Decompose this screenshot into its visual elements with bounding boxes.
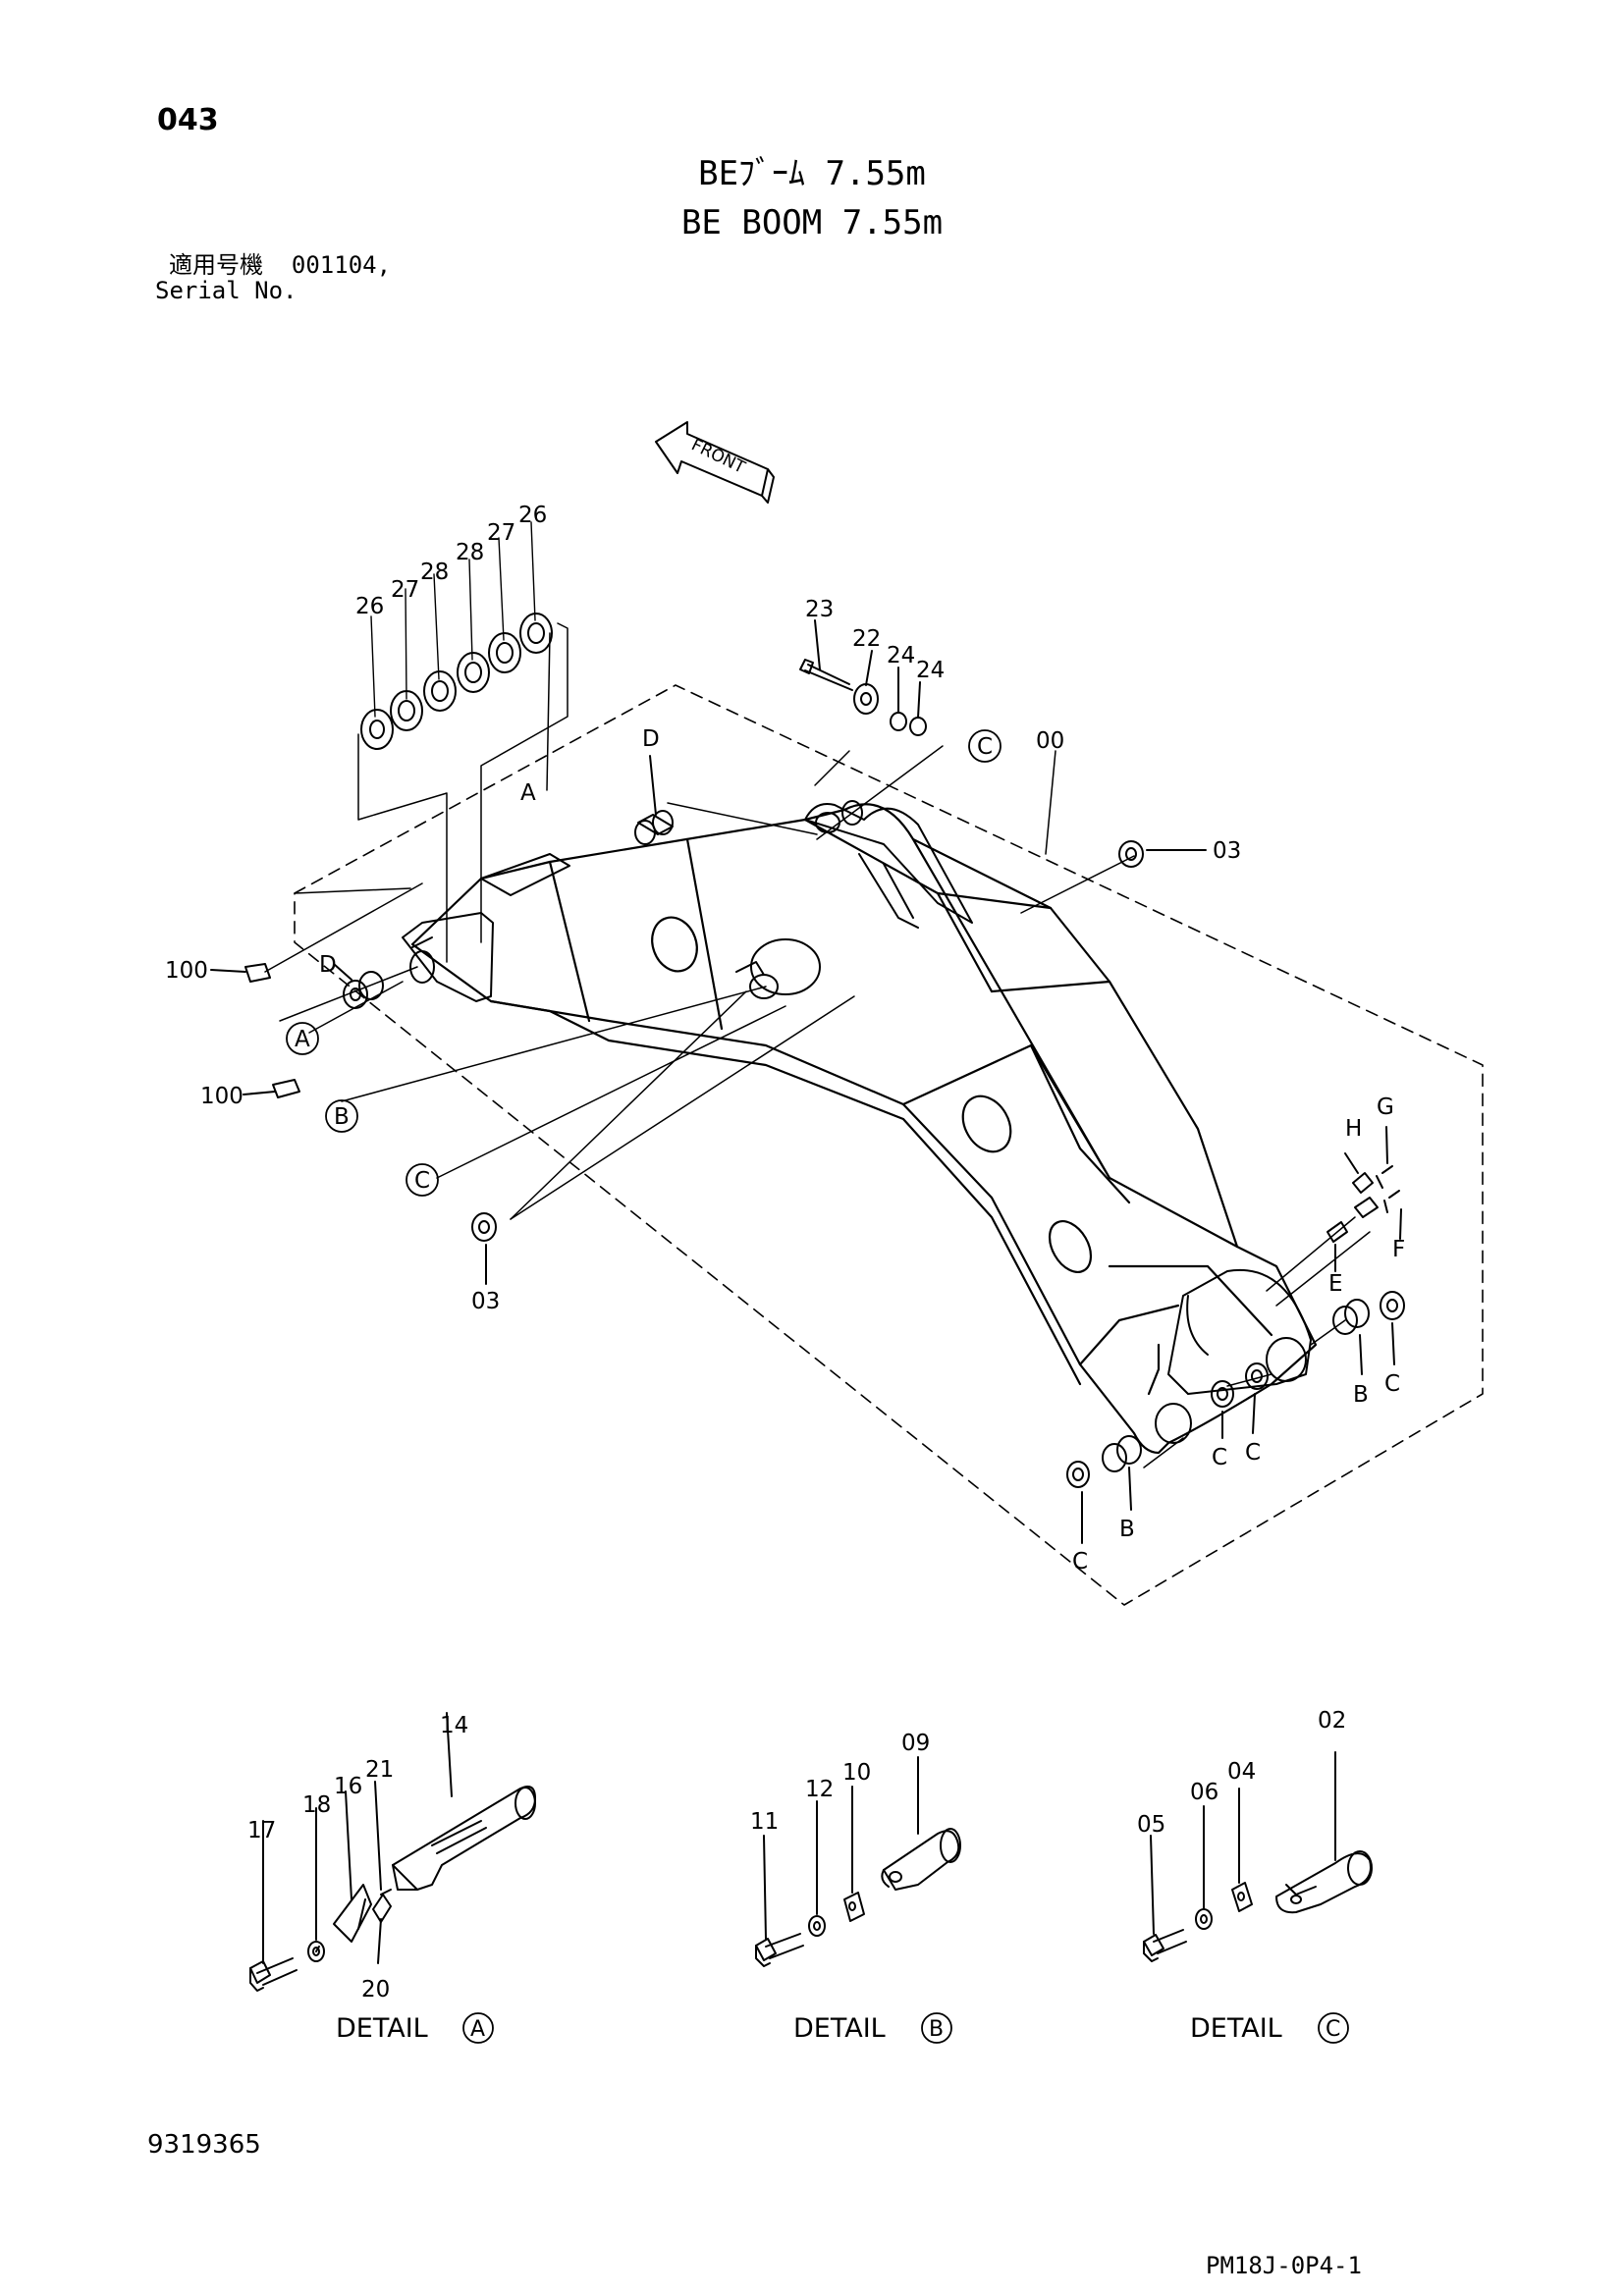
ref-circle-a <box>286 1022 319 1055</box>
front-arrow-marker: FRONT <box>655 421 775 504</box>
title-japanese: BEﾌﾞｰﾑ 7.55m <box>698 154 926 193</box>
label-e: E <box>1328 1271 1343 1297</box>
circle-letter-c-top: C <box>977 734 993 760</box>
shim-stack <box>360 613 553 750</box>
label-27b: 27 <box>487 520 515 546</box>
ref-circle-c-left <box>406 1163 439 1197</box>
title-english: BE BOOM 7.55m <box>680 203 944 242</box>
label-24b: 24 <box>916 658 945 683</box>
bushing-d-upper <box>634 755 674 845</box>
detail-c-circle-letter: C <box>1326 2017 1340 2042</box>
detail-b-circle-letter: B <box>929 2017 944 2042</box>
label-b-right: B <box>1353 1382 1369 1408</box>
label-d-upper: D <box>642 726 660 752</box>
label-26b: 26 <box>518 503 547 528</box>
label-100-upper: 100 <box>165 958 208 984</box>
label-22: 22 <box>852 626 881 652</box>
detail-c-label-06: 06 <box>1190 1780 1218 1805</box>
detail-a-circle <box>462 2012 494 2044</box>
detail-a-label-20: 20 <box>361 1977 390 2002</box>
label-23: 23 <box>805 597 834 622</box>
detail-b-label-10: 10 <box>842 1760 871 1786</box>
circle-letter-a: A <box>295 1027 310 1052</box>
label-28b: 28 <box>456 540 484 565</box>
label-24a: 24 <box>887 643 915 668</box>
detail-c-caption: DETAIL <box>1190 2013 1282 2044</box>
label-b-bottom: B <box>1119 1517 1135 1542</box>
reference-circles <box>286 729 1001 1197</box>
detail-b-labels: 09 10 12 11 DETAIL <box>750 1731 930 2044</box>
page-number: 043 <box>157 103 219 137</box>
label-27a: 27 <box>391 577 419 603</box>
label-h: H <box>1345 1116 1362 1142</box>
label-f: F <box>1392 1237 1405 1262</box>
bushing-d-lower <box>333 963 384 1009</box>
detail-c-drawing <box>1143 1751 1373 1962</box>
label-c-right: C <box>1384 1371 1400 1397</box>
cylinder-mount-boss <box>735 938 821 999</box>
detail-c-labels: 02 04 06 05 DETAIL <box>1137 1708 1346 2044</box>
front-label: FRONT <box>688 435 749 478</box>
detail-a-circle-letter: A <box>470 2017 485 2042</box>
shim-leaders <box>370 521 536 718</box>
arm-end-bracket <box>1155 1268 1312 1444</box>
part-labels: 26 27 28 28 27 26 23 22 24 24 A D D 00 0… <box>165 503 1405 1575</box>
shim-03-upper <box>1118 840 1207 868</box>
detail-a-label-16: 16 <box>334 1774 362 1799</box>
label-03-lower: 03 <box>471 1289 500 1314</box>
detail-b-label-12: 12 <box>805 1777 834 1802</box>
grease-fittings-100 <box>210 963 300 1098</box>
top-bolt-group <box>799 619 927 736</box>
label-28a: 28 <box>420 560 449 585</box>
page-code: PM18J-0P4-1 <box>1206 2252 1362 2279</box>
detail-a-label-21: 21 <box>365 1757 394 1783</box>
circle-letter-c-left: C <box>414 1168 430 1194</box>
detail-c-label-04: 04 <box>1227 1759 1256 1785</box>
detail-a-labels: 14 17 18 16 21 20 DETAIL <box>247 1713 468 2044</box>
detail-a-label-18: 18 <box>302 1792 331 1818</box>
boom-foot-bracket <box>402 853 570 1002</box>
label-g: G <box>1377 1095 1394 1120</box>
ref-circle-b <box>325 1099 358 1133</box>
label-100-lower: 100 <box>200 1084 244 1109</box>
shim-brackets <box>294 622 568 963</box>
label-26a: 26 <box>355 594 384 619</box>
boom-top-bracket <box>804 800 973 929</box>
small-fittings-ghef <box>1326 1126 1402 1272</box>
detail-b-label-09: 09 <box>901 1731 930 1756</box>
ref-circle-c-top <box>968 729 1001 763</box>
label-d-lower: D <box>319 952 337 978</box>
label-03-upper: 03 <box>1213 838 1241 864</box>
detail-c-circle <box>1318 2012 1349 2044</box>
detail-a-label-17: 17 <box>247 1818 276 1843</box>
shim-03-lower <box>471 1212 497 1285</box>
circle-letter-b: B <box>334 1104 350 1130</box>
serial-value: 001104, <box>291 251 392 279</box>
boom-body <box>410 803 1318 1455</box>
serial-label-jp: 適用号機 <box>169 251 263 279</box>
label-c-mid1: C <box>1212 1445 1227 1470</box>
detail-b-label-11: 11 <box>750 1809 779 1835</box>
detail-c-label-05: 05 <box>1137 1812 1165 1838</box>
detail-a-drawing <box>249 1712 536 1992</box>
serial-applicable: 適用号機 001104, <box>169 253 391 277</box>
detail-b-circle <box>921 2012 952 2044</box>
detail-a-caption: DETAIL <box>336 2013 428 2044</box>
label-00: 00 <box>1036 728 1064 754</box>
detail-c-label-02: 02 <box>1318 1708 1346 1734</box>
dashed-envelope <box>294 684 1484 1606</box>
document-number: 9319365 <box>147 2130 261 2160</box>
label-c-mid2: C <box>1245 1440 1261 1466</box>
detail-b-drawing <box>755 1756 961 1967</box>
detail-a-label-14: 14 <box>440 1713 468 1738</box>
detail-b-caption: DETAIL <box>793 2013 886 2044</box>
label-a: A <box>520 780 536 806</box>
serial-label-en: Serial No. <box>155 277 298 304</box>
label-c-bottom: C <box>1072 1549 1088 1575</box>
arm-end-bushings <box>1066 1291 1405 1544</box>
leader-lines <box>264 632 1371 1468</box>
